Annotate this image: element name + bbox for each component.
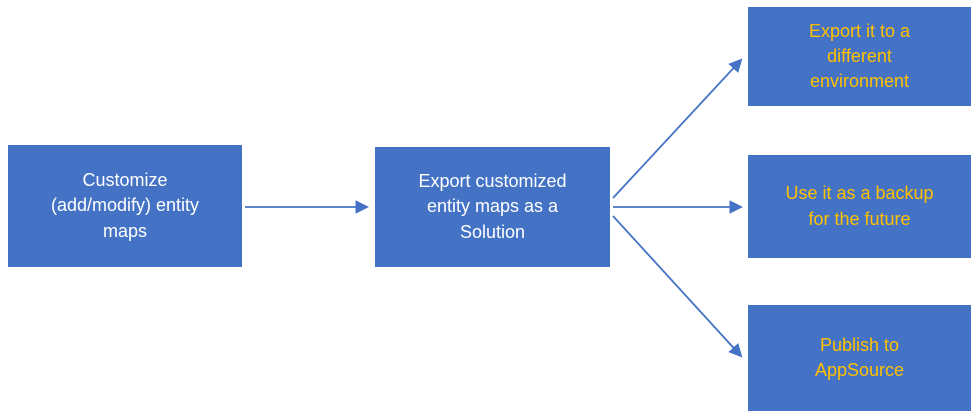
node-backup-for-future-label: Use it as a backup for the future [785,183,934,229]
node-backup-for-future: Use it as a backup for the future [748,155,971,258]
node-export-different-environment: Export it to a different environment [748,7,971,106]
node-export-as-solution: Export customized entity maps as a Solut… [375,147,610,267]
arrow-export-to-appsource [612,215,743,358]
node-publish-appsource: Publish to AppSource [748,305,971,411]
node-export-as-solution-label: Export customized entity maps as a Solut… [418,171,567,242]
node-customize-entity-maps: Customize (add/modify) entity maps [8,145,242,267]
node-customize-entity-maps-label: Customize (add/modify) entity maps [50,170,200,241]
arrow-export-to-environment [612,58,743,199]
node-export-different-environment-label: Export it to a different environment [808,20,911,92]
node-publish-appsource-label: Publish to AppSource [814,334,905,380]
